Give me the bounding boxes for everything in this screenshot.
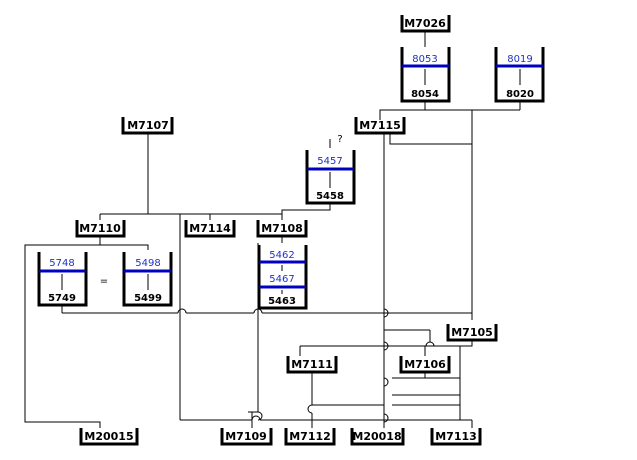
node-label: M20018 — [352, 430, 401, 443]
container-bottom-number: 5749 — [48, 293, 76, 304]
equals-sign: = — [100, 276, 108, 287]
node-m7112[interactable]: M7112 — [284, 428, 336, 446]
node-label: M7111 — [291, 358, 333, 371]
container-bottom-number: 8020 — [506, 89, 534, 100]
container-bottom-number: 5463 — [268, 296, 296, 307]
container-5462[interactable]: 5462 5467 5463 — [257, 245, 308, 310]
node-m7109[interactable]: M7109 — [220, 428, 273, 446]
node-m7108[interactable]: M7108 — [256, 220, 308, 238]
node-m20018[interactable]: M20018 — [350, 428, 405, 446]
container-bottom-number: 5458 — [316, 191, 344, 202]
node-m7105[interactable]: M7105 — [446, 324, 498, 342]
container-5498[interactable]: 5498 5499 — [122, 252, 173, 307]
container-mid-number: 5467 — [269, 274, 294, 285]
container-bottom-number: 8054 — [411, 89, 439, 100]
node-label: M7108 — [261, 222, 303, 235]
container-top-number: 8053 — [412, 54, 437, 65]
node-label: M7105 — [451, 326, 493, 339]
node-m7026[interactable]: M7026 — [400, 15, 451, 33]
container-5457[interactable]: 5457 5458 — [305, 150, 356, 205]
node-m7113[interactable]: M7113 — [430, 428, 482, 446]
node-label: M7107 — [127, 119, 169, 132]
container-bottom-number: 5499 — [134, 293, 162, 304]
node-label: M7109 — [225, 430, 267, 443]
container-8053[interactable]: 8053 8054 — [400, 47, 451, 103]
container-5748[interactable]: 5748 5749 — [37, 252, 88, 307]
node-label: M7115 — [359, 119, 401, 132]
question-mark: ? — [337, 134, 342, 145]
container-top-number: 5748 — [49, 258, 74, 269]
connector-lines — [24, 31, 521, 428]
node-label: M7026 — [404, 17, 446, 30]
node-m7111[interactable]: M7111 — [286, 356, 338, 374]
node-label: M20015 — [84, 430, 133, 443]
node-m7107[interactable]: M7107 — [121, 117, 174, 135]
node-m7110[interactable]: M7110 — [75, 220, 126, 238]
node-label: M7112 — [289, 430, 331, 443]
container-top-number: 5498 — [135, 258, 160, 269]
container-top-number: 5462 — [269, 250, 294, 261]
container-top-number: 8019 — [507, 54, 532, 65]
container-top-number: 5457 — [317, 156, 342, 167]
node-m7114[interactable]: M7114 — [184, 220, 236, 238]
node-label: M7110 — [79, 222, 121, 235]
node-m20015[interactable]: M20015 — [79, 428, 139, 446]
node-label: M7113 — [435, 430, 477, 443]
node-m7115[interactable]: M7115 — [354, 117, 406, 135]
container-8019[interactable]: 8019 8020 — [494, 47, 545, 103]
node-m7106[interactable]: M7106 — [399, 356, 451, 374]
node-label: M7114 — [189, 222, 231, 235]
node-label: M7106 — [404, 358, 446, 371]
